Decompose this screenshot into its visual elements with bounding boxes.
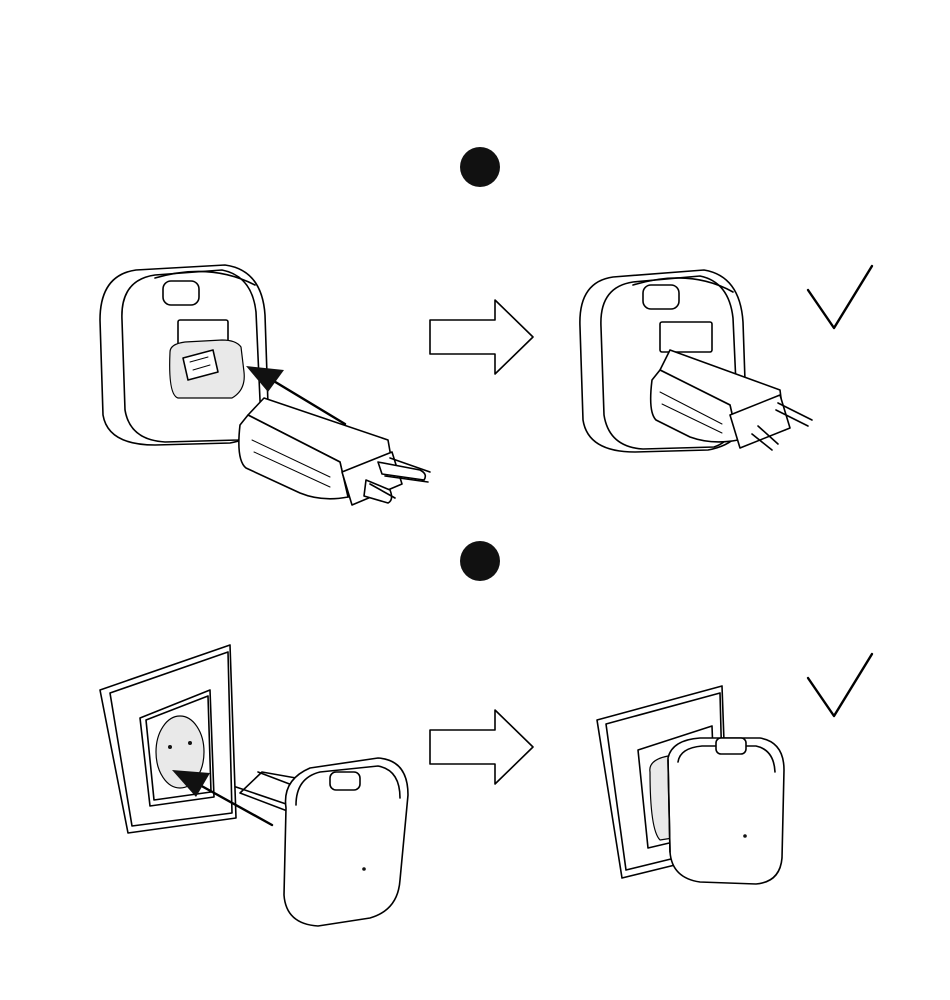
device-plugged-in-wall bbox=[597, 686, 784, 884]
device-with-plug bbox=[236, 758, 408, 926]
step-marker-icon bbox=[460, 541, 500, 581]
device-with-open-socket bbox=[100, 265, 268, 445]
step-1 bbox=[100, 147, 872, 505]
checkmark-icon bbox=[808, 654, 872, 716]
led-window bbox=[660, 322, 712, 352]
button-icon bbox=[330, 772, 360, 790]
button-icon bbox=[643, 285, 679, 309]
checkmark-icon bbox=[808, 266, 872, 328]
status-led bbox=[362, 867, 366, 871]
outline-arrow-right-icon bbox=[430, 300, 533, 374]
wall-plug bbox=[239, 398, 430, 505]
status-led bbox=[743, 834, 747, 838]
step-2 bbox=[100, 541, 872, 926]
wall-socket bbox=[100, 645, 236, 833]
step-marker-icon bbox=[460, 147, 500, 187]
device-with-plug-inserted bbox=[580, 270, 812, 452]
button-icon bbox=[716, 738, 746, 754]
outline-arrow-right-icon bbox=[430, 710, 533, 784]
button-icon bbox=[163, 281, 199, 305]
